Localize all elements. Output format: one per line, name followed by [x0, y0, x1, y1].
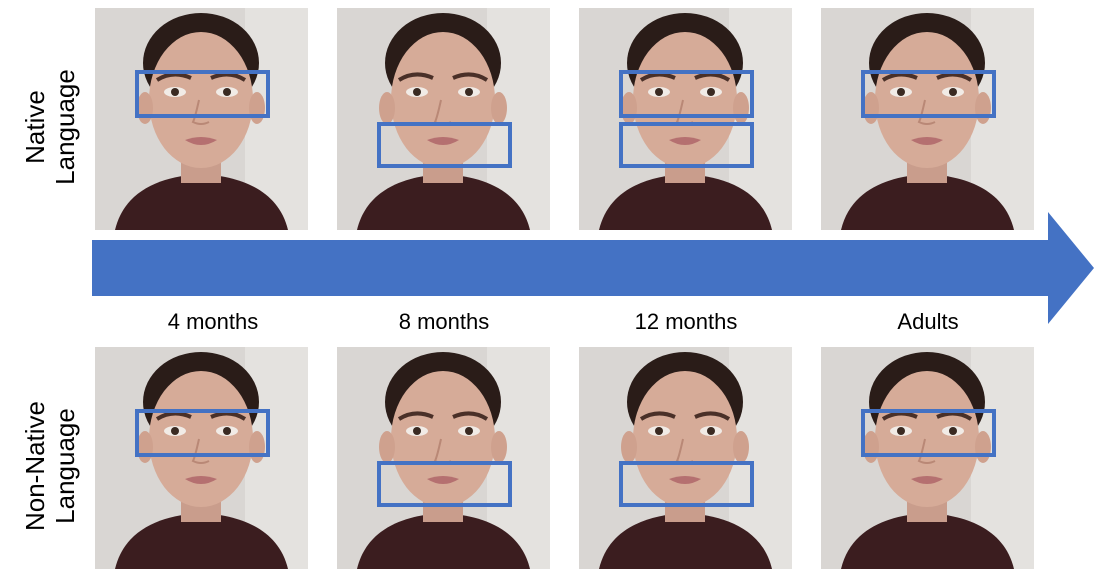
- face-image: [337, 347, 550, 569]
- face-photo-non-native-2: [337, 347, 550, 569]
- eyes-roi-box: [135, 409, 270, 457]
- row-label-non-native-line2: Language: [50, 408, 80, 524]
- row-label-native-line1: Native: [20, 90, 50, 164]
- face-image: [579, 347, 792, 569]
- face-image: [821, 8, 1034, 230]
- mouth-roi-box: [619, 122, 754, 168]
- face-photo-non-native-1: [95, 347, 308, 569]
- eyes-roi-box: [135, 70, 270, 118]
- face-image: [95, 347, 308, 569]
- row-label-non-native-line1: Non-Native: [20, 400, 50, 532]
- mouth-roi-box: [377, 461, 512, 507]
- timeline-arrow: [92, 212, 1094, 324]
- face-image: [821, 347, 1034, 569]
- age-label-adults: Adults: [897, 309, 959, 334]
- age-label-8-months: 8 months: [398, 309, 490, 334]
- face-image: [95, 8, 308, 230]
- face-photo-non-native-3: [579, 347, 792, 569]
- face-photo-native-2: [337, 8, 550, 230]
- face-photo-native-1: [95, 8, 308, 230]
- face-image: [579, 8, 792, 230]
- eyes-roi-box: [861, 70, 996, 118]
- face-photo-native-4: [821, 8, 1034, 230]
- mouth-roi-box: [619, 461, 754, 507]
- face-photo-non-native-4: [821, 347, 1034, 569]
- age-label-4-months: 4 months: [167, 309, 259, 334]
- eyes-roi-box: [861, 409, 996, 457]
- face-image: [337, 8, 550, 230]
- age-label-12-months: 12 months: [634, 309, 738, 334]
- row-label-native: Native Language: [20, 22, 80, 232]
- row-label-non-native: Non-Native Language: [20, 361, 80, 571]
- face-photo-native-3: [579, 8, 792, 230]
- eyes-roi-box: [619, 70, 754, 118]
- row-label-native-line2: Language: [50, 69, 80, 185]
- mouth-roi-box: [377, 122, 512, 168]
